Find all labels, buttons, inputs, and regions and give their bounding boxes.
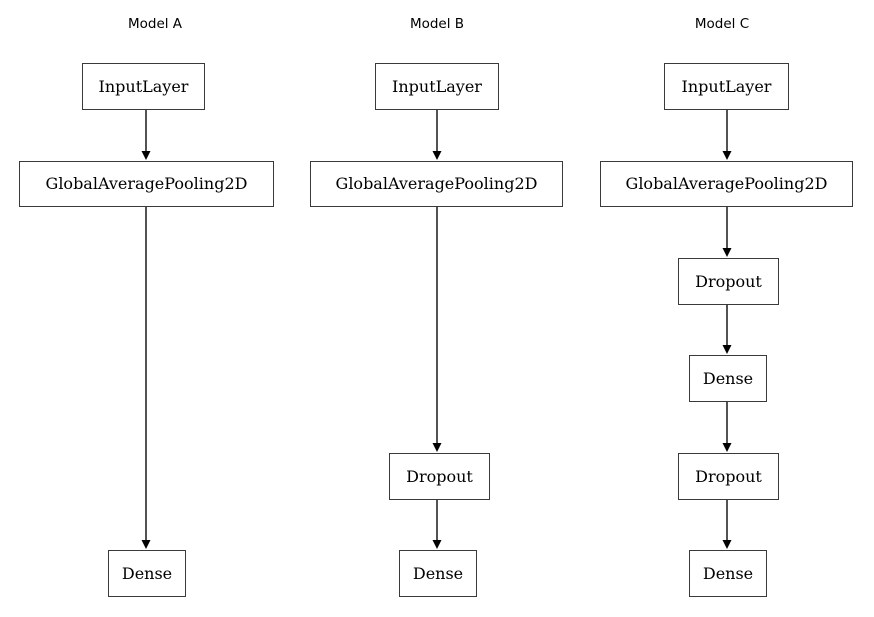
edge-inputlayer-to-globalaveragepooling2d <box>722 110 732 160</box>
edge-globalaveragepooling2d-to-dropout <box>432 207 442 452</box>
node-label: Dense <box>702 563 754 583</box>
edge-inputlayer-to-globalaveragepooling2d <box>432 110 442 160</box>
node-label: Dropout <box>695 466 762 486</box>
arrowhead-icon <box>722 248 732 257</box>
edge-dropout-to-dense <box>722 500 732 549</box>
arrowhead-icon <box>141 151 151 160</box>
node-label: GlobalAveragePooling2D <box>625 174 828 193</box>
node-model-c-globalaveragepooling2d[interactable]: GlobalAveragePooling2D <box>600 161 853 207</box>
edge-globalaveragepooling2d-to-dense <box>141 207 151 549</box>
node-label: Dropout <box>695 271 762 291</box>
edge-globalaveragepooling2d-to-dropout <box>722 207 732 257</box>
edge-inputlayer-to-globalaveragepooling2d <box>141 110 151 160</box>
edge-dense-to-dropout <box>722 402 732 452</box>
arrowhead-icon <box>141 540 151 549</box>
node-label: Dense <box>702 368 754 388</box>
node-model-b-globalaveragepooling2d[interactable]: GlobalAveragePooling2D <box>310 161 563 207</box>
arrowhead-icon <box>432 151 442 160</box>
arrowhead-icon <box>722 151 732 160</box>
column-title-model-b: Model B <box>409 16 465 32</box>
arrowhead-icon <box>432 540 442 549</box>
column-title-model-c: Model C <box>694 16 750 32</box>
edge-dropout-to-dense <box>432 500 442 549</box>
arrowhead-icon <box>722 345 732 354</box>
node-model-b-dropout[interactable]: Dropout <box>389 453 490 500</box>
node-model-c-dense[interactable]: Dense <box>689 550 767 597</box>
arrowhead-icon <box>432 443 442 452</box>
node-model-c-dense[interactable]: Dense <box>689 355 767 402</box>
edge-dropout-to-dense <box>722 305 732 354</box>
arrowhead-icon <box>722 443 732 452</box>
node-model-c-inputlayer[interactable]: InputLayer <box>664 63 789 110</box>
column-title-model-a: Model A <box>127 16 183 32</box>
node-label: InputLayer <box>681 76 772 96</box>
arrowhead-icon <box>722 540 732 549</box>
node-model-c-dropout[interactable]: Dropout <box>678 453 779 500</box>
node-model-c-dropout[interactable]: Dropout <box>678 258 779 305</box>
